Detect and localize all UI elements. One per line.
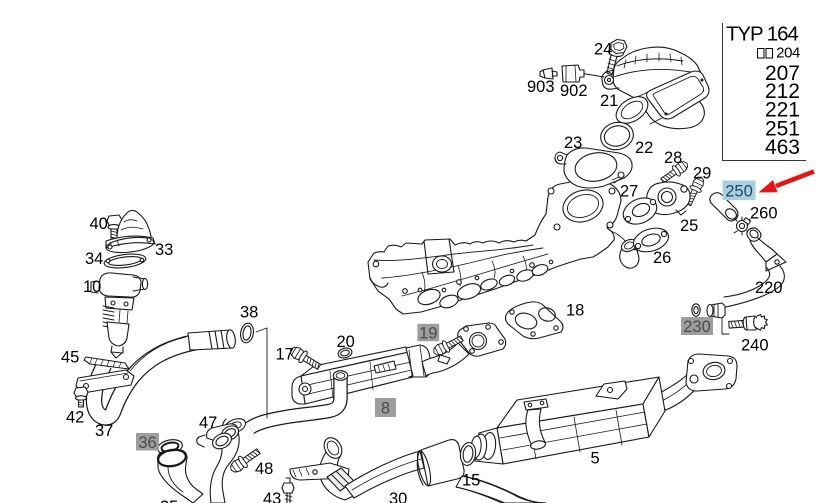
svg-text:42: 42 (66, 409, 84, 427)
svg-text:207: 207 (765, 62, 800, 85)
svg-text:10: 10 (83, 278, 101, 296)
svg-text:34: 34 (85, 250, 103, 268)
svg-text:25: 25 (680, 217, 698, 235)
svg-text:903: 903 (527, 78, 555, 96)
svg-text:220: 220 (755, 279, 783, 297)
svg-text:221: 221 (765, 99, 800, 122)
svg-text:463: 463 (765, 136, 800, 159)
svg-text:230: 230 (683, 318, 711, 336)
svg-text:23: 23 (564, 134, 582, 152)
svg-text:18: 18 (566, 302, 584, 320)
svg-text:902: 902 (560, 82, 588, 100)
svg-text:24: 24 (594, 41, 612, 59)
svg-text:17: 17 (276, 346, 294, 364)
svg-text:43: 43 (263, 490, 281, 503)
svg-text:38: 38 (240, 304, 258, 322)
svg-text:30: 30 (389, 490, 407, 503)
svg-text:36: 36 (138, 434, 156, 452)
svg-text:22: 22 (635, 139, 653, 157)
svg-text:45: 45 (61, 349, 79, 367)
svg-text:35: 35 (160, 498, 178, 503)
svg-text:212: 212 (765, 80, 800, 103)
svg-text:33: 33 (155, 241, 173, 259)
svg-text:251: 251 (765, 118, 800, 141)
svg-text:240: 240 (741, 337, 769, 355)
svg-text:15: 15 (462, 472, 480, 490)
svg-text:26: 26 (653, 249, 671, 267)
svg-text:20: 20 (337, 333, 355, 351)
svg-text:8: 8 (381, 400, 390, 418)
svg-text:37: 37 (95, 422, 113, 440)
svg-text:27: 27 (620, 183, 638, 201)
svg-text:5: 5 (591, 450, 600, 468)
svg-text:250: 250 (725, 183, 753, 201)
svg-text:204: 204 (776, 45, 800, 62)
svg-text:TYP 164: TYP 164 (726, 23, 798, 46)
svg-text:260: 260 (750, 205, 778, 223)
svg-text:48: 48 (255, 460, 273, 478)
svg-text:40: 40 (90, 215, 108, 233)
svg-text:29: 29 (693, 165, 711, 183)
svg-text:28: 28 (664, 149, 682, 167)
svg-text:47: 47 (199, 414, 217, 432)
svg-text:19: 19 (419, 325, 437, 343)
svg-text:21: 21 (600, 92, 618, 110)
